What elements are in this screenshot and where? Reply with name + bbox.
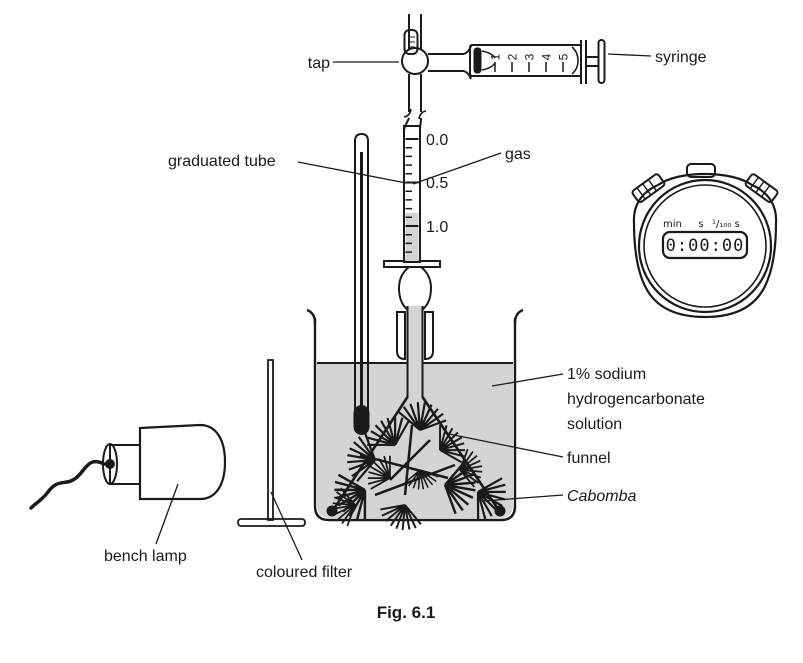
syringe-scale-4: 4	[540, 53, 554, 60]
stopwatch-unit-s: s	[698, 219, 703, 230]
stopwatch-button-left	[631, 173, 666, 204]
stopwatch-button-right	[744, 173, 779, 204]
labels: tap syringe graduated tube gas 1% sodium…	[104, 49, 707, 622]
thermometer-bulb	[353, 405, 370, 435]
tap-assembly	[401, 14, 472, 131]
label-cabomba: Cabomba	[567, 488, 636, 505]
syringe-scale-1: 1	[489, 53, 503, 60]
bench-lamp-shape	[29, 423, 227, 510]
tap-handle	[403, 29, 419, 55]
tube-scale-0: 0.0	[426, 132, 448, 149]
stopwatch-display	[661, 230, 749, 260]
label-tap: tap	[308, 55, 330, 72]
label-solution-line1: 1% sodium	[567, 366, 646, 383]
funnel-foot-left	[326, 505, 338, 517]
tube-liquid	[405, 213, 419, 261]
tap-valve	[401, 47, 429, 75]
syringe-scale-5: 5	[557, 53, 571, 60]
label-coloured-filter: coloured filter	[256, 564, 353, 581]
funnel-foot-right	[494, 505, 506, 517]
stopwatch-crown	[686, 163, 716, 178]
tube-scale-1: 1.0	[426, 219, 448, 236]
thermometer	[353, 132, 370, 435]
syringe-plunger-seal	[473, 47, 482, 74]
tube-scale-05: 0.5	[426, 175, 448, 192]
graduated-tube: 0.0 0.5 1.0	[403, 125, 448, 263]
stopwatch-unit-fraction: ¹/₁₀₀ s	[712, 219, 740, 230]
label-graduated-tube: graduated tube	[168, 153, 276, 170]
label-funnel: funnel	[567, 450, 611, 467]
stopwatch: min s ¹/₁₀₀ s 0:00:00	[631, 163, 779, 319]
label-bench-lamp: bench lamp	[104, 548, 187, 565]
lamp-cord-entry	[105, 459, 115, 469]
syringe-handle	[597, 39, 606, 84]
label-solution-line3: solution	[567, 416, 622, 433]
cabomba-plant	[323, 397, 516, 538]
stopwatch-unit-min: min	[663, 219, 682, 230]
label-solution-line2: hydrogencarbonate	[567, 391, 705, 408]
figure-caption: Fig. 6.1	[377, 603, 436, 622]
stopwatch-time: 0:00:00	[666, 236, 745, 256]
syringe-scale-2: 2	[506, 53, 520, 60]
label-syringe: syringe	[655, 49, 707, 66]
coloured-filter-shape	[237, 359, 306, 527]
syringe-scale-3: 3	[523, 53, 537, 60]
leader-lines	[155, 53, 652, 561]
funnel-stem	[397, 266, 433, 398]
label-gas: gas	[505, 146, 531, 163]
beaker	[306, 308, 524, 522]
syringe-shape: 1 2 3 4 5	[469, 39, 606, 84]
tube-sleeve	[396, 311, 434, 361]
